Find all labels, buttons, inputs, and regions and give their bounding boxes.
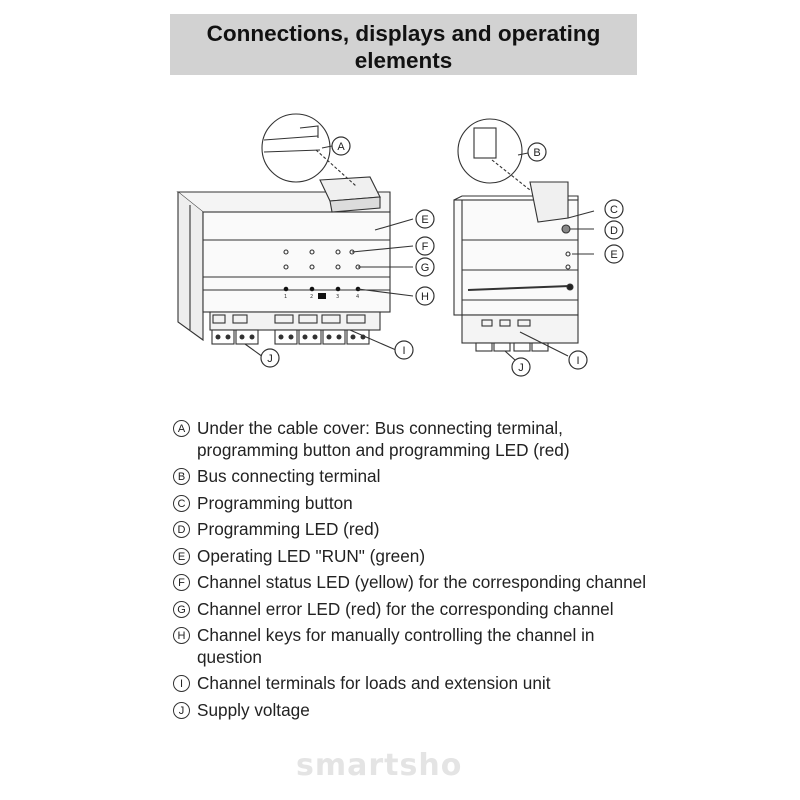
legend-text: Channel error LED (red) for the correspo… [197,598,614,619]
callout-b: B [533,147,540,159]
callout-d: D [610,225,618,237]
legend-key-badge: H [173,627,190,644]
legend-text: Operating LED "RUN" (green) [197,545,426,566]
right-device [453,118,595,361]
device-diagram: 1 2 3 4 [176,113,624,377]
legend-text: Programming LED (red) [197,519,380,539]
callout-i: I [402,345,405,357]
callout-j: J [267,353,273,365]
page-title: Connections, displays and operating elem… [206,21,601,73]
legend-key-badge: C [173,494,190,512]
callout-c: C [610,204,618,216]
legend-item: J Supply voltage [173,700,653,722]
callout-e: E [421,214,428,226]
callout-j-right: J [518,362,524,374]
legend-text: Channel keys for manually controlling th… [197,625,595,667]
legend-item: I Channel terminals for loads and extensi… [173,673,653,695]
legend-item: A Under the cable cover: Bus connecting t… [173,418,653,461]
legend-item: E Operating LED "RUN" (green) [173,546,653,568]
legend-text: Channel status LED (yellow) for the corr… [197,572,647,592]
callout-e-right: E [610,249,617,261]
legend-key-badge: G [173,600,190,618]
callout-f: F [422,241,429,253]
legend-key-badge: B [173,468,190,485]
channel-number: 2 [310,294,313,300]
watermark: smartsho [296,748,463,783]
legend-item: C Programming button [173,493,653,515]
legend-text: Under the cable cover: Bus connecting te… [197,418,570,460]
callout-g: G [421,262,430,274]
callout-i-right: I [576,355,579,367]
left-device: 1 2 3 4 [176,113,414,358]
channel-number: 4 [356,294,359,300]
legend-text: Supply voltage [197,699,310,720]
legend-item: F Channel status LED (yellow) for the cor… [173,572,653,594]
legend-key-badge: J [173,701,190,719]
legend-text: Bus connecting terminal [197,466,381,486]
legend-key-badge: F [173,574,190,591]
legend-text: Programming button [197,492,353,513]
legend-item: G Channel error LED (red) for the corresp… [173,599,653,621]
title-box: Connections, displays and operating elem… [170,14,637,75]
channel-number: 1 [284,294,287,300]
legend-list: A Under the cable cover: Bus connecting t… [173,418,653,726]
legend-key-badge: A [173,420,190,437]
legend-item: H Channel keys for manually controlling t… [173,625,653,668]
legend-item: B Bus connecting terminal [173,466,653,488]
legend-text: Channel terminals for loads and extensio… [197,673,551,693]
callout-h: H [421,291,429,303]
legend-key-badge: D [173,521,190,538]
legend-item: D Programming LED (red) [173,519,653,541]
legend-key-badge: I [173,675,190,692]
legend-key-badge: E [173,547,190,565]
callout-a: A [337,141,345,153]
channel-number: 3 [336,294,339,300]
